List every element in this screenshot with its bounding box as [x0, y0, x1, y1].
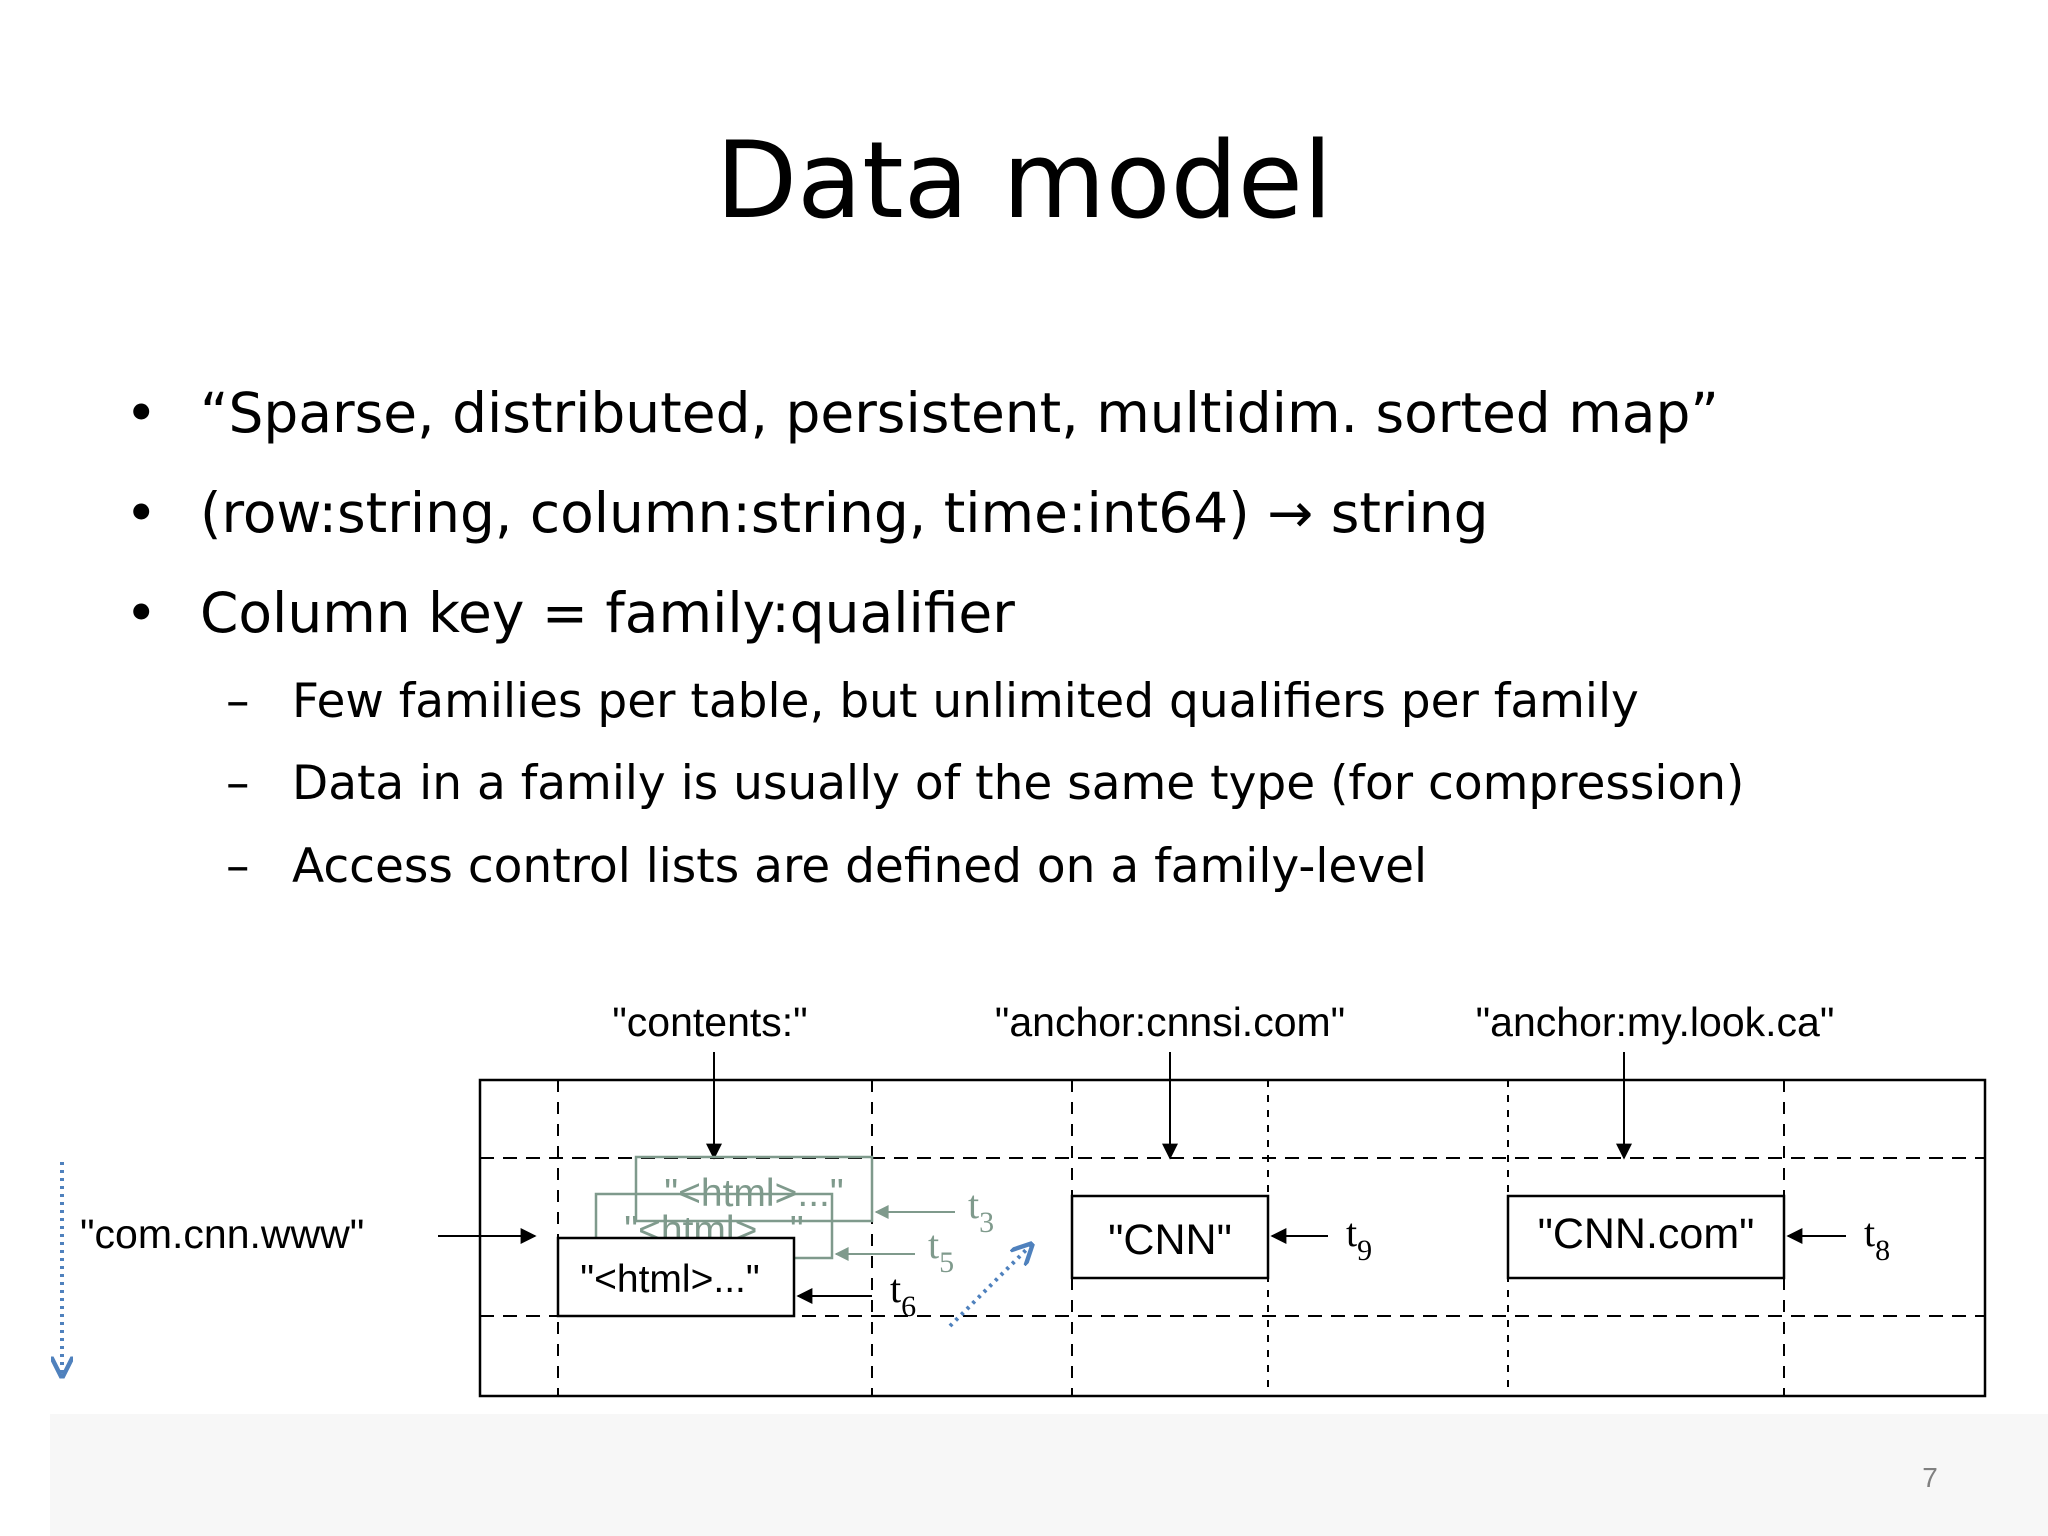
- cell-text-cnn: "CNN": [1108, 1216, 1232, 1264]
- sub-bullet-marker: –: [226, 839, 250, 894]
- sub-bullet-item: – Few families per table, but unlimited …: [226, 678, 1639, 725]
- bullet-text: (row:string, column:string, time:int64) …: [200, 481, 1489, 545]
- bullet-marker: •: [125, 481, 158, 545]
- bullet-item: • “Sparse, distributed, persistent, mult…: [125, 386, 1719, 441]
- sub-bullet-text: Few families per table, but unlimited qu…: [292, 674, 1639, 729]
- timestamp-letter: t: [968, 1182, 979, 1227]
- table-frame: [478, 1078, 1987, 1398]
- row-key-label: "com.cnn.www": [80, 1211, 364, 1257]
- sub-bullet-marker: –: [226, 756, 250, 811]
- timestamp-subscript: 3: [979, 1206, 994, 1239]
- cell-text-t6: "<html>...": [580, 1258, 759, 1301]
- bullet-item: • (row:string, column:string, time:int64…: [125, 486, 1489, 541]
- bullet-text: “Sparse, distributed, persistent, multid…: [200, 381, 1719, 445]
- column-label-anchor-mylook: "anchor:my.look.ca": [1476, 999, 1835, 1045]
- bullet-marker: •: [125, 581, 158, 645]
- timestamp-subscript: 5: [939, 1246, 954, 1279]
- timestamp-letter: t: [1346, 1210, 1357, 1255]
- sub-bullet-text: Access control lists are defined on a fa…: [292, 839, 1428, 894]
- bottom-shade: [50, 1414, 2048, 1536]
- sub-bullet-item: – Access control lists are defined on a …: [226, 843, 1427, 890]
- sub-bullet-text: Data in a family is usually of the same …: [292, 756, 1745, 811]
- timestamp-letter: t: [890, 1266, 901, 1311]
- timestamp-label-t8: t8: [1864, 1210, 1890, 1267]
- bullet-item: • Column key = family:qualifier: [125, 586, 1015, 641]
- timestamp-label-t6: t6: [890, 1266, 916, 1323]
- cell-anchor-cnnsi: [1070, 1194, 1270, 1280]
- column-label-anchor-cnnsi: "anchor:cnnsi.com": [995, 999, 1345, 1045]
- timestamp-label-t5: t5: [928, 1222, 954, 1279]
- timestamp-order-arrow: [948, 1246, 1030, 1328]
- timestamp-letter: t: [1864, 1210, 1875, 1255]
- bullet-marker: •: [125, 381, 158, 445]
- timestamp-label-t3: t3: [968, 1182, 994, 1239]
- sub-bullet-marker: –: [226, 674, 250, 729]
- timestamp-letter: t: [928, 1222, 939, 1267]
- page-number: 7: [1922, 1462, 1938, 1493]
- cell-version-t3: [634, 1155, 874, 1223]
- cell-text-cnn-com: "CNN.com": [1538, 1210, 1755, 1258]
- column-label-contents: "contents:": [612, 999, 808, 1045]
- slide-title: Data model: [715, 119, 1333, 242]
- timestamp-subscript: 9: [1357, 1234, 1372, 1267]
- cell-anchor-mylook: [1506, 1194, 1786, 1280]
- timestamp-subscript: 8: [1875, 1234, 1890, 1267]
- sub-bullet-item: – Data in a family is usually of the sam…: [226, 760, 1744, 807]
- timestamp-subscript: 6: [901, 1290, 916, 1323]
- timestamp-label-t9: t9: [1346, 1210, 1372, 1267]
- bullet-text: Column key = family:qualifier: [200, 581, 1015, 645]
- cell-version-t6: [556, 1236, 796, 1318]
- bullet-list: • “Sparse, distributed, persistent, mult…: [125, 386, 1744, 891]
